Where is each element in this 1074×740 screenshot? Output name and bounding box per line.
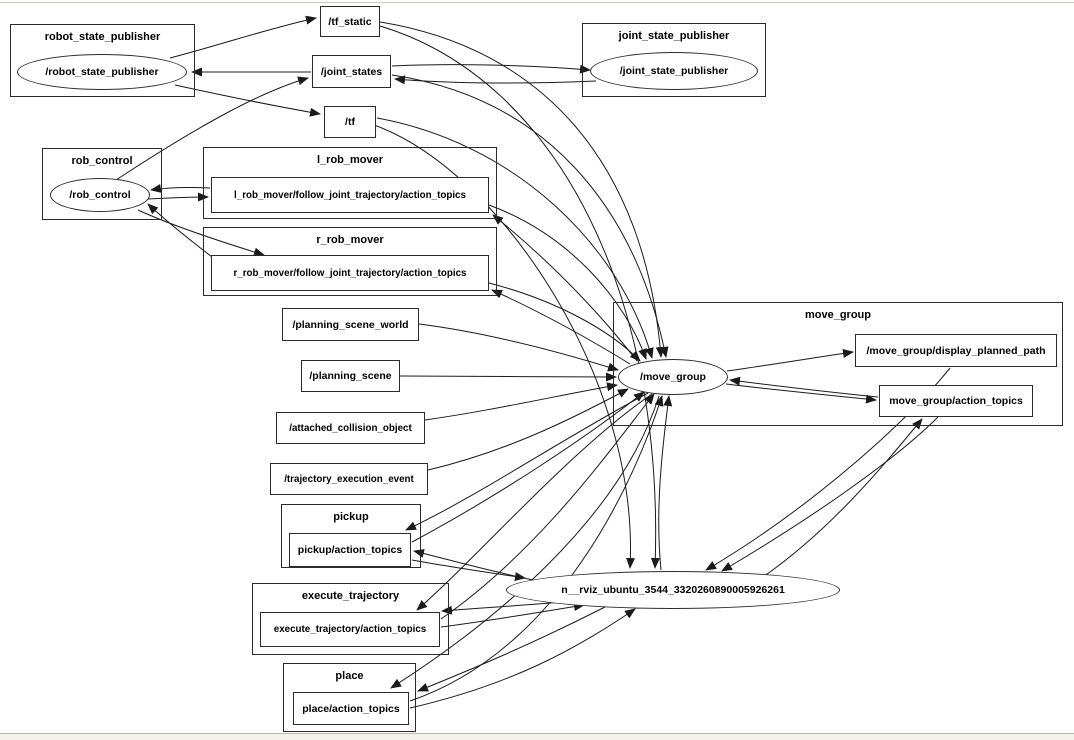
edge-move-group-to-place-action-topics (390, 395, 660, 689)
edge-move-group-to-display-planned-path (726, 348, 854, 372)
topic-box-l-rob-mover-action-topics: l_rob_mover/follow_joint_trajectory/acti… (211, 177, 489, 213)
group-title-rob-control: rob_control (71, 155, 133, 167)
group-box-joint-state-publisher: joint_state_publisher (582, 23, 766, 97)
edge-action-topics-to-move-group (729, 376, 879, 398)
edge-move-group-to-l-action-topics (492, 214, 638, 362)
edge-rviz-to-pickup-action-topics (413, 549, 534, 581)
group-title-place: place (335, 670, 364, 682)
edge-rsp-to-tf-static (169, 15, 317, 59)
edge-place-action-topics-to-rviz (409, 608, 636, 709)
edge-l-action-topics-to-move-group (488, 204, 647, 360)
topic-box-tf-static: /tf_static (320, 6, 380, 37)
edge-r-action-topics-to-move-group (488, 282, 641, 362)
topic-box-display-planned-path: /move_group/display_planned_path (855, 334, 1057, 367)
topic-box-attached-collision-object: /attached_collision_object (276, 412, 425, 444)
topic-box-planning-scene: /planning_scene (301, 360, 400, 392)
group-title-l-rob-mover: l_rob_mover (316, 154, 384, 166)
topic-box-execute-trajectory-action-topics: execute_trajectory/action_topics (260, 612, 440, 647)
edge-move-group-to-r-action-topics (491, 289, 631, 365)
topic-box-place-action-topics: place/action_topics (293, 692, 409, 725)
edge-execute-action-topics-to-rviz (440, 602, 585, 628)
topic-box-planning-scene-world: /planning_scene_world (282, 308, 419, 341)
group-box-pickup: pickup (281, 504, 421, 568)
node-ellipse-joint-state-publisher: /joint_state_publisher (590, 52, 758, 90)
edge-execute-action-topics-to-move-group (440, 393, 655, 620)
frame-top-line (0, 2, 1074, 3)
edge-tf-static-to-move-group (379, 21, 665, 358)
edge-rsp-to-tf (174, 84, 321, 117)
topic-box-joint-states: /joint_states (312, 55, 391, 88)
edge-joint-states-to-move-group (391, 74, 669, 358)
edge-l-action-topics-to-rob-control (150, 183, 211, 193)
edge-rviz-to-place-action-topics (417, 606, 606, 692)
edge-pickup-action-topics-to-rviz (411, 559, 526, 581)
edge-rviz-to-execute-action-topics (441, 601, 563, 615)
edge-move-group-to-execute-action-topics (416, 393, 653, 611)
group-box-r-rob-mover: r_rob_mover (203, 227, 497, 296)
edge-move-group-to-pickup-action-topics (405, 392, 649, 531)
edge-move-group-to-action-topics (725, 383, 877, 404)
edge-rob-control-to-joint-states (115, 76, 309, 181)
group-title-move-group: move_group (804, 309, 871, 321)
group-box-move-group: move_group (613, 302, 1063, 426)
node-ellipse-rviz: n__rviz_ubuntu_3544_3320260890005926261 (506, 571, 840, 609)
topic-box-r-rob-mover-action-topics: r_rob_mover/follow_joint_trajectory/acti… (211, 255, 489, 291)
group-title-execute-trajectory: execute_trajectory (301, 590, 400, 602)
topic-box-move-group-action-topics: move_group/action_topics (879, 385, 1033, 417)
group-box-robot-state-publisher: robot_state_publisher (10, 24, 195, 97)
edge-joint-states-to-jsp (391, 64, 591, 74)
edge-rob-control-to-l-action-topics (147, 192, 209, 202)
group-box-l-rob-mover: l_rob_mover (203, 147, 497, 219)
group-title-joint-state-publisher: joint_state_publisher (618, 30, 730, 42)
edge-rviz-to-action-topics (762, 418, 923, 578)
node-ellipse-move-group: /move_group (618, 359, 728, 395)
edge-pickup-action-topics-to-move-group (411, 391, 645, 543)
edge-attached-collision-object-to-move-group (424, 382, 618, 421)
edge-planning-scene-world-to-move-group (418, 323, 619, 372)
group-box-place: place (283, 663, 416, 732)
edge-place-action-topics-to-move-group (409, 395, 664, 702)
topic-box-trajectory-execution-event: /trajectory_execution_event (270, 463, 428, 495)
edge-tf-to-rviz (373, 124, 636, 569)
edge-rob-control-to-r-action-topics (137, 209, 265, 257)
frame-bottom-band (0, 733, 1074, 740)
topic-box-pickup-action-topics: pickup/action_topics (289, 533, 411, 567)
edge-tf-to-move-group (376, 117, 654, 359)
group-box-execute-trajectory: execute_trajectory (252, 583, 449, 655)
group-title-r-rob-mover: r_rob_mover (316, 234, 384, 246)
edge-rviz-to-move-group (658, 395, 673, 571)
edge-trajectory-execution-event-to-move-group (427, 388, 629, 471)
group-title-pickup: pickup (333, 511, 369, 523)
group-title-robot-state-publisher: robot_state_publisher (44, 31, 161, 43)
edge-action-topics-to-rviz (721, 416, 939, 572)
edge-tf-static-to-rviz (379, 25, 660, 569)
node-ellipse-rob-control: /rob_control (50, 178, 150, 212)
edge-planning-scene-to-move-group (399, 372, 617, 382)
node-ellipse-robot-state-publisher: /robot_state_publisher (17, 54, 187, 90)
topic-box-tf: /tf (324, 106, 376, 138)
group-box-rob-control: rob_control (42, 148, 162, 220)
edge-r-action-topics-to-rob-control (147, 203, 213, 258)
edge-jsp-to-joint-states (394, 75, 597, 85)
